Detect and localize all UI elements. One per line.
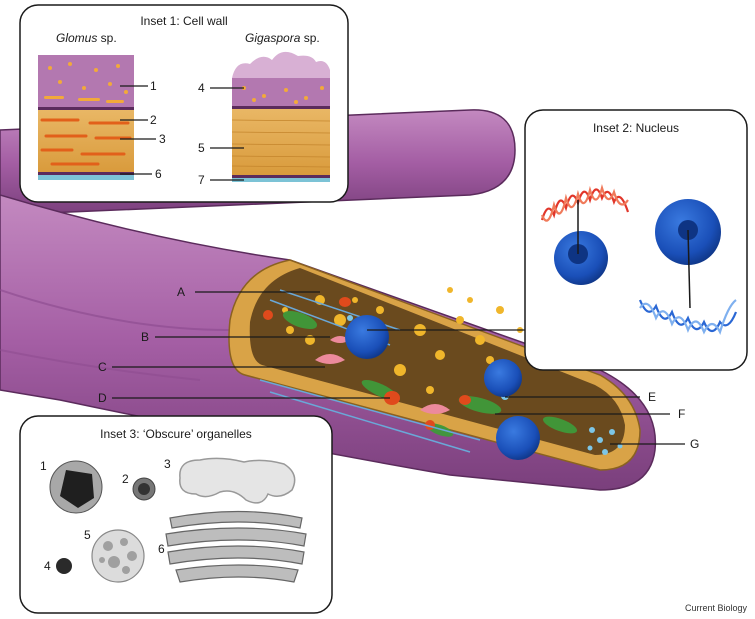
- wall-layer-2: 2: [150, 113, 157, 127]
- wall-layer-7: 7: [198, 173, 205, 187]
- organelle-label-5: 5: [84, 528, 91, 542]
- glomus-wall: [38, 55, 134, 180]
- gigaspora-wall: [231, 51, 331, 182]
- organelle-6: [165, 510, 307, 583]
- dna-helix-blue: [638, 299, 738, 335]
- wall-layer-3: 3: [159, 132, 166, 146]
- callout-f: F: [678, 407, 685, 421]
- inset1-title: Inset 1: Cell wall: [140, 14, 227, 28]
- callout-b: B: [141, 330, 149, 344]
- gigaspora-label: Gigaspora sp.: [245, 31, 320, 45]
- credit: Current Biology: [684, 603, 747, 613]
- inset-obscure-organelles: Inset 3: ‘Obscure’ organelles 1 2 3 4 5 …: [19, 415, 333, 614]
- organelle-label-6: 6: [158, 542, 165, 556]
- inset2-title: Inset 2: Nucleus: [593, 121, 679, 135]
- wall-layer-6: 6: [155, 167, 162, 181]
- organelle-label-1: 1: [40, 459, 47, 473]
- callout-g: G: [690, 437, 699, 451]
- wall-layer-5: 5: [198, 141, 205, 155]
- callout-d: D: [98, 391, 107, 405]
- wall-layer-1: 1: [150, 79, 157, 93]
- callout-e: E: [648, 390, 656, 404]
- organelle-label-4: 4: [44, 559, 51, 573]
- callout-lines: [112, 291, 685, 445]
- inset3-title: Inset 3: ‘Obscure’ organelles: [100, 427, 252, 441]
- inset-cell-wall: Inset 1: Cell wall Glomus sp. Gigaspora …: [19, 4, 349, 203]
- organelle-3: [179, 457, 296, 504]
- wall-layer-4: 4: [198, 81, 205, 95]
- organelle-label-2: 2: [122, 472, 129, 486]
- callout-a: A: [177, 285, 185, 299]
- organelle-label-3: 3: [164, 457, 171, 471]
- callout-c: C: [98, 360, 107, 374]
- inset-nucleus: Inset 2: Nucleus: [524, 109, 748, 371]
- glomus-label: Glomus sp.: [56, 31, 117, 45]
- hypha-interior: [228, 259, 641, 471]
- callout-labels: A B C D E F G: [98, 285, 699, 451]
- organelle-4: [56, 558, 72, 574]
- dna-helix-red: [540, 184, 630, 222]
